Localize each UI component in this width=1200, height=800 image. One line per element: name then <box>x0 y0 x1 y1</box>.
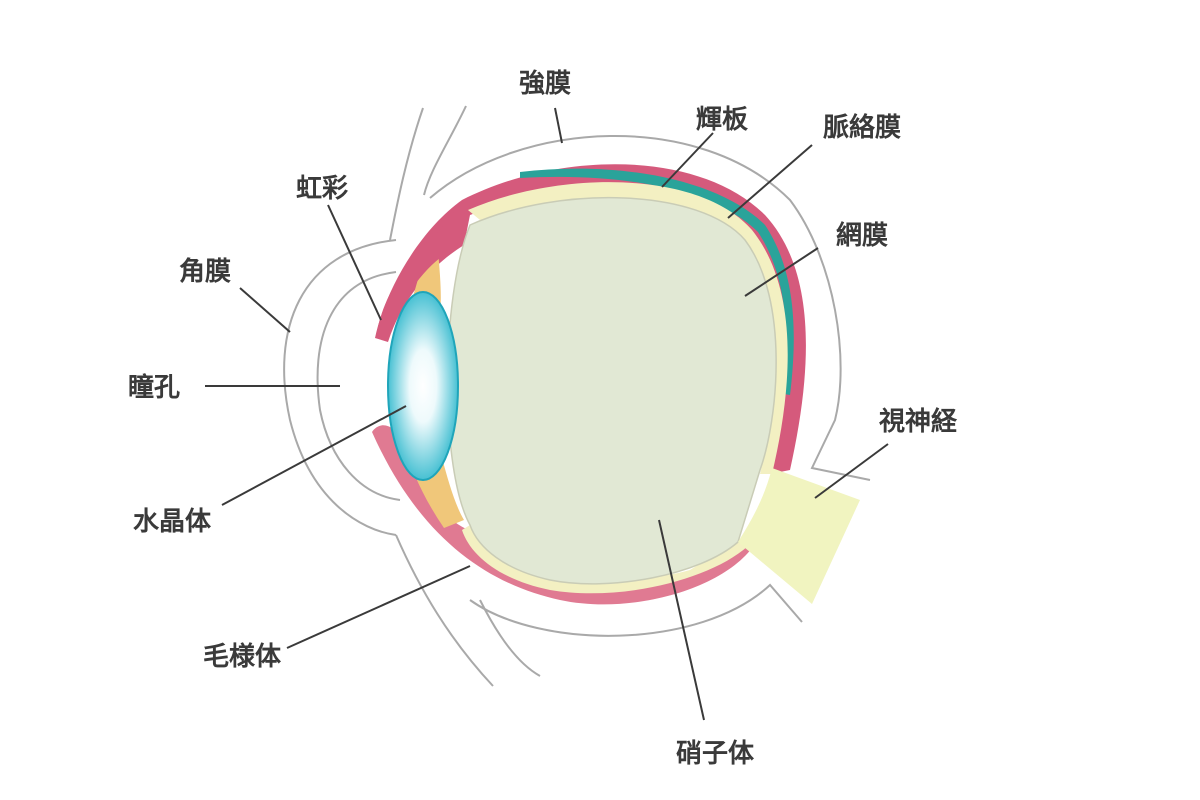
optic-nerve-shape <box>738 468 860 604</box>
label-retina: 網膜 <box>836 220 888 251</box>
label-vitreous-body: 硝子体 <box>676 739 755 769</box>
leader-vitreous-body <box>658 519 705 721</box>
labels: 強膜 輝板 脈絡膜 虹彩 網膜 角膜 瞳孔 視神経 水晶体 毛様体 硝子体 <box>128 69 958 769</box>
orbit-outline <box>283 105 871 687</box>
cheek-outline <box>479 599 541 677</box>
leader-choroid <box>727 144 813 219</box>
eyelid-lower-outline <box>395 534 494 687</box>
leader-retina <box>744 247 819 297</box>
label-ciliary-body: 毛様体 <box>203 641 282 672</box>
label-pupil: 瞳孔 <box>128 372 180 403</box>
leader-iris <box>327 204 382 321</box>
lens-shape <box>387 291 459 481</box>
label-optic-nerve: 視神経 <box>879 406 958 437</box>
leader-lens <box>221 405 407 506</box>
brow-outline <box>423 105 467 196</box>
anterior-chamber-outline <box>316 271 401 501</box>
vitreous-body <box>446 196 777 585</box>
cornea-outline <box>283 239 397 536</box>
orbit-socket-lower-outline <box>469 583 803 637</box>
orbit-socket-outline <box>429 135 871 481</box>
leader-sclera <box>554 107 563 144</box>
label-iris: 虹彩 <box>296 174 348 204</box>
leader-lines <box>205 107 889 721</box>
retina-band <box>468 182 788 474</box>
leader-tapetum <box>661 132 714 188</box>
leader-ciliary-body <box>286 565 471 649</box>
eyelid-upper-outline <box>389 107 424 241</box>
iris-upper <box>376 202 465 340</box>
label-cornea: 角膜 <box>179 256 231 287</box>
leader-optic-nerve <box>814 443 889 499</box>
label-tapetum: 輝板 <box>696 105 748 135</box>
label-lens: 水晶体 <box>133 507 212 537</box>
label-sclera: 強膜 <box>519 69 571 99</box>
label-choroid: 脈絡膜 <box>823 112 901 143</box>
leader-cornea <box>239 287 291 333</box>
